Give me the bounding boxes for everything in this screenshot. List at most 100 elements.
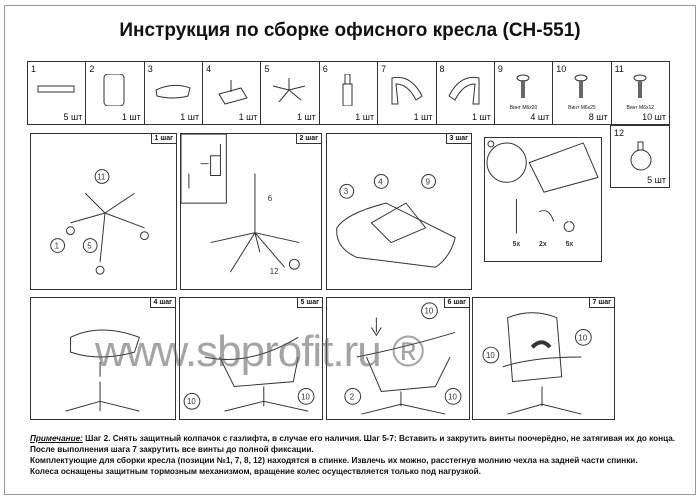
svg-text:2x: 2x (539, 241, 547, 248)
seat-to-base-illustration (65, 329, 141, 412)
part-qty: 1 шт (121, 112, 141, 122)
svg-text:10: 10 (578, 333, 587, 342)
screw-icon (574, 74, 588, 98)
step-2-panel: 2 шаг 6 12 (180, 133, 322, 290)
part-qty: 1 шт (296, 112, 316, 122)
part-10: 10 Винт M6x25 8 шт (553, 62, 612, 124)
mechanism-to-seat-illustration: 4 9 3 (336, 174, 456, 268)
note-heading: Примечание: (30, 434, 83, 443)
part-number: 10 (556, 64, 567, 74)
part-number: 8 (439, 64, 445, 74)
watermark: www.sbprofit.ru ® (95, 327, 424, 376)
screw-icon (633, 74, 647, 98)
step-3-panel: 3 шаг 4 9 3 (326, 133, 472, 290)
page-frame (4, 5, 696, 495)
step-5-panel: 5 шаг 10 10 (179, 297, 323, 420)
svg-text:10: 10 (448, 392, 457, 401)
step-7-panel: 7 шаг 10 10 (472, 297, 615, 420)
part-4: 4 1 шт (203, 62, 262, 124)
inset-panel: 5x 2x 5x (484, 137, 602, 262)
armrest-illustration: 10 10 (183, 336, 315, 412)
part-number: 7 (381, 64, 387, 74)
part-qty: 1 шт (472, 112, 491, 122)
svg-text:11: 11 (97, 172, 105, 181)
step-label: 3 шаг (445, 134, 471, 144)
step-label: 5 шаг (296, 298, 322, 308)
part-11: 11 Винт M6x12 10 шт (612, 62, 669, 124)
part-qty: 5 шт (647, 175, 666, 185)
screw-icon (516, 74, 530, 98)
part-qty: 8 шт (588, 112, 608, 122)
part-number: 9 (497, 64, 503, 74)
part-number: 1 (31, 64, 37, 74)
part-number: 12 (614, 128, 625, 138)
caster-icon (630, 141, 652, 171)
step-label: 2 шаг (295, 134, 321, 144)
svg-text:5x: 5x (513, 241, 521, 248)
note-line-1: Шаг 2. Снять защитный колпачок с газлифт… (82, 434, 676, 443)
part-number: 3 (147, 64, 153, 74)
svg-text:3: 3 (344, 187, 349, 196)
armrest-left-icon (391, 76, 423, 105)
backrest-icon (103, 74, 125, 106)
step-label: 7 шаг (588, 298, 614, 308)
note-line-4: Колеса оснащены защитным тормозным механ… (30, 467, 481, 476)
part-number: 11 (614, 64, 624, 74)
page-title: Инструкция по сборке офисного кресла (CH… (119, 20, 581, 41)
step-label: 1 шаг (150, 134, 176, 144)
part-qty: 1 шт (180, 112, 200, 122)
step-label: 4 шаг (149, 298, 175, 308)
backrest-attach-illustration: 2 10 10 (344, 302, 462, 415)
note-line-3: Комплектующие для сборки кресла (позиции… (30, 456, 638, 465)
step-label: 6 шаг (443, 298, 469, 308)
base-icon (273, 78, 306, 103)
part-12: 12 5 шт (610, 125, 670, 188)
mechanism-icon (218, 80, 248, 105)
step-1-panel: 1 шаг 11 1 5 (30, 133, 177, 290)
step-4-panel: 4 шаг (30, 297, 176, 420)
gas-lift-icon (342, 74, 353, 106)
svg-text:9: 9 (426, 177, 430, 186)
backrest-zipper-illustration: 5x 2x 5x (486, 140, 599, 248)
part-qty: 1 шт (238, 112, 258, 122)
assembly-note: Примечание: Шаг 2. Снять защитный колпач… (30, 433, 690, 477)
leg-cover-icon (37, 85, 75, 93)
svg-text:4: 4 (378, 177, 383, 186)
svg-text:10: 10 (425, 307, 434, 316)
svg-text:5: 5 (87, 241, 92, 250)
part-7: 7 1 шт (378, 62, 437, 124)
part-label: Винт M6x20 (509, 105, 538, 111)
gas-lift-illustration: 6 12 (181, 134, 300, 276)
svg-text:6: 6 (268, 194, 273, 203)
part-3: 3 1 шт (145, 62, 204, 124)
svg-text:1: 1 (55, 241, 59, 250)
svg-text:2: 2 (350, 392, 354, 401)
part-8: 8 1 шт (437, 62, 495, 124)
part-label: Винт M6x25 (568, 105, 596, 111)
part-1: 1 5 шт (28, 62, 87, 124)
part-qty: 1 шт (413, 112, 433, 122)
armrest-right-icon (447, 76, 480, 105)
part-2: 2 1 шт (86, 62, 145, 124)
part-6: 6 1 шт (320, 62, 379, 124)
svg-text:10: 10 (301, 392, 310, 401)
svg-text:12: 12 (270, 267, 279, 276)
part-qty: 4 шт (530, 112, 550, 122)
part-qty: 10 шт (642, 112, 666, 122)
svg-text:10: 10 (486, 351, 495, 360)
part-9: 9 Винт M6x20 4 шт (495, 62, 554, 124)
part-qty: 5 шт (63, 112, 83, 122)
note-line-2: После выполнения шага 7 закрутить все ви… (30, 445, 314, 454)
seat-icon (155, 84, 191, 99)
part-label: Винт M6x12 (626, 105, 655, 111)
svg-text:10: 10 (187, 397, 196, 406)
part-5: 5 1 шт (261, 62, 320, 124)
part-number: 6 (322, 64, 328, 74)
svg-text:5x: 5x (566, 241, 574, 248)
part-number: 5 (264, 64, 270, 74)
base-assembly-illustration: 11 1 5 (50, 169, 149, 275)
part-number: 4 (206, 64, 212, 74)
step-6-panel: 6 шаг 2 10 10 (326, 297, 470, 420)
part-qty: 1 шт (355, 112, 375, 122)
